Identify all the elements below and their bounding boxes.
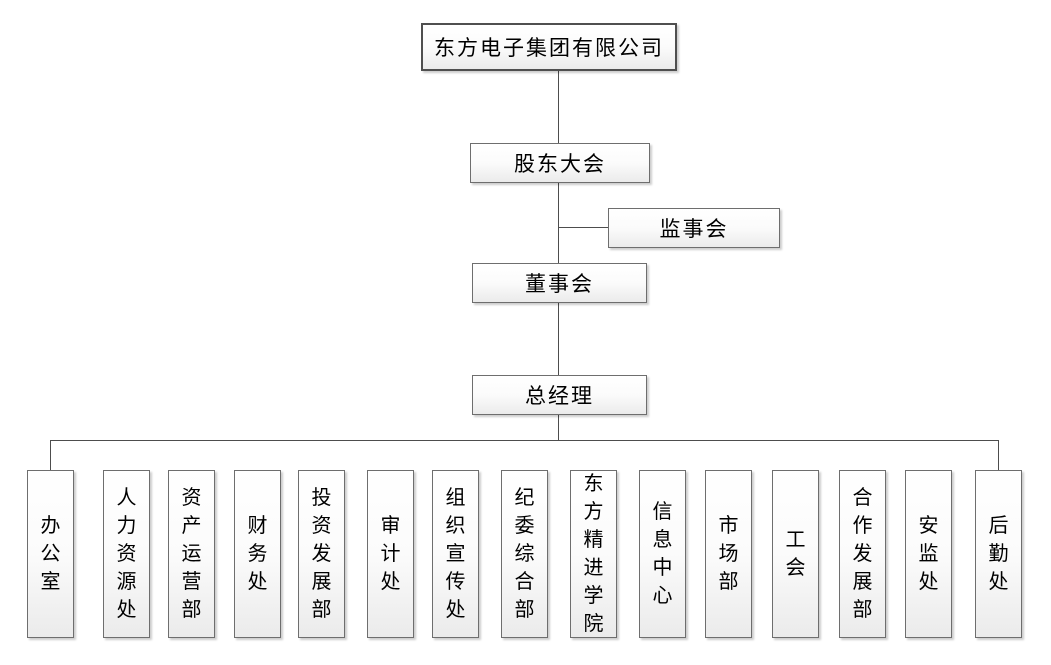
department-char: 学 bbox=[583, 585, 604, 607]
department-char: 会 bbox=[785, 557, 806, 579]
department-char: 处 bbox=[380, 571, 401, 593]
department-char: 工 bbox=[785, 529, 806, 551]
department-box-7: 组织宣传处 bbox=[432, 470, 479, 638]
department-box-11: 市场部 bbox=[705, 470, 752, 638]
department-box-14: 安监处 bbox=[905, 470, 952, 638]
connector-board-to-gm bbox=[558, 303, 559, 375]
department-char: 处 bbox=[445, 599, 466, 621]
department-char: 展 bbox=[311, 571, 332, 593]
department-char: 息 bbox=[652, 529, 673, 551]
department-char: 进 bbox=[583, 557, 604, 579]
department-char: 投 bbox=[311, 487, 332, 509]
department-box-1: 办公室 bbox=[27, 470, 74, 638]
department-char: 合 bbox=[852, 487, 873, 509]
department-char: 办 bbox=[40, 515, 61, 537]
department-char: 精 bbox=[583, 529, 604, 551]
department-char: 作 bbox=[852, 515, 873, 537]
department-box-10: 信息中心 bbox=[639, 470, 686, 638]
department-char: 方 bbox=[583, 501, 604, 523]
department-char: 人 bbox=[116, 487, 137, 509]
department-char: 处 bbox=[116, 599, 137, 621]
department-char: 资 bbox=[116, 543, 137, 565]
department-char: 公 bbox=[40, 543, 61, 565]
department-box-8: 纪委综合部 bbox=[501, 470, 548, 638]
department-box-4: 财务处 bbox=[234, 470, 281, 638]
department-box-6: 审计处 bbox=[367, 470, 414, 638]
connector-shareholders-to-board bbox=[558, 183, 559, 263]
department-char: 资 bbox=[181, 487, 202, 509]
node-general-manager: 总经理 bbox=[472, 375, 647, 415]
department-char: 发 bbox=[852, 543, 873, 565]
node-board-of-directors: 董事会 bbox=[472, 263, 647, 303]
department-char: 处 bbox=[247, 571, 268, 593]
department-char: 务 bbox=[247, 543, 268, 565]
department-char: 监 bbox=[918, 543, 939, 565]
connector-company-to-shareholders bbox=[558, 71, 559, 143]
connector-drop-left bbox=[50, 440, 51, 470]
connector-gm-to-rail bbox=[558, 415, 559, 440]
department-char: 部 bbox=[311, 599, 332, 621]
department-char: 运 bbox=[181, 543, 202, 565]
department-char: 勤 bbox=[988, 543, 1009, 565]
department-char: 部 bbox=[181, 599, 202, 621]
department-char: 宣 bbox=[445, 543, 466, 565]
department-char: 织 bbox=[445, 515, 466, 537]
department-char: 部 bbox=[718, 571, 739, 593]
department-char: 源 bbox=[116, 571, 137, 593]
department-char: 处 bbox=[988, 571, 1009, 593]
department-char: 心 bbox=[652, 585, 673, 607]
department-char: 组 bbox=[445, 487, 466, 509]
connector-branch-to-supervisory bbox=[558, 227, 608, 228]
department-char: 东 bbox=[583, 473, 604, 495]
department-char: 营 bbox=[181, 571, 202, 593]
department-box-5: 投资发展部 bbox=[298, 470, 345, 638]
department-box-2: 人力资源处 bbox=[103, 470, 150, 638]
department-char: 计 bbox=[380, 543, 401, 565]
department-char: 发 bbox=[311, 543, 332, 565]
department-char: 审 bbox=[380, 515, 401, 537]
department-char: 委 bbox=[514, 515, 535, 537]
department-char: 部 bbox=[514, 599, 535, 621]
department-char: 纪 bbox=[514, 487, 535, 509]
department-char: 产 bbox=[181, 515, 202, 537]
connector-rail bbox=[50, 440, 998, 441]
department-box-15: 后勤处 bbox=[975, 470, 1022, 638]
connector-drop-right bbox=[998, 440, 999, 472]
department-char: 资 bbox=[311, 515, 332, 537]
department-char: 市 bbox=[718, 515, 739, 537]
node-company: 东方电子集团有限公司 bbox=[421, 23, 677, 71]
department-char: 综 bbox=[514, 543, 535, 565]
department-char: 场 bbox=[718, 543, 739, 565]
department-char: 中 bbox=[652, 557, 673, 579]
department-box-12: 工会 bbox=[772, 470, 819, 638]
department-char: 传 bbox=[445, 571, 466, 593]
department-char: 室 bbox=[40, 571, 61, 593]
department-char: 力 bbox=[116, 515, 137, 537]
department-box-9: 东方精进学院 bbox=[570, 470, 617, 638]
department-char: 院 bbox=[583, 613, 604, 635]
department-char: 合 bbox=[514, 571, 535, 593]
department-char: 展 bbox=[852, 571, 873, 593]
department-char: 部 bbox=[852, 599, 873, 621]
department-char: 后 bbox=[988, 515, 1009, 537]
department-char: 信 bbox=[652, 501, 673, 523]
department-char: 财 bbox=[247, 515, 268, 537]
node-shareholders-meeting: 股东大会 bbox=[470, 143, 650, 183]
department-char: 安 bbox=[918, 515, 939, 537]
department-char: 处 bbox=[918, 571, 939, 593]
department-box-3: 资产运营部 bbox=[168, 470, 215, 638]
department-box-13: 合作发展部 bbox=[839, 470, 886, 638]
node-supervisory-board: 监事会 bbox=[608, 208, 780, 248]
